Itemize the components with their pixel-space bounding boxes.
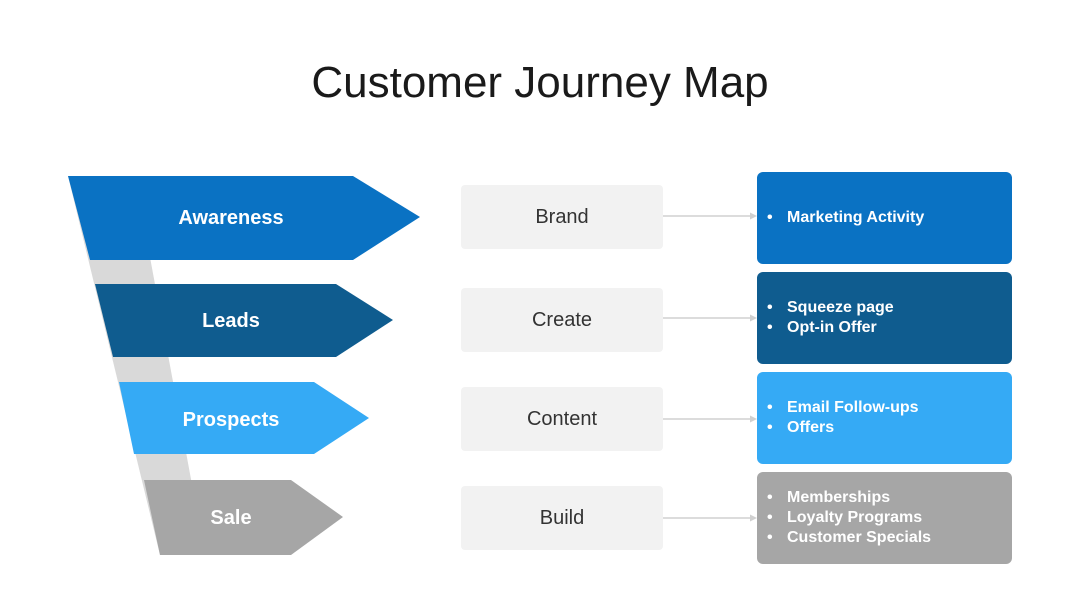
detail-item: •Marketing Activity: [767, 209, 925, 226]
detail-list: •Squeeze page •Opt-in Offer: [767, 298, 1012, 338]
stage-leads: Leads: [95, 284, 393, 357]
stage-label-awareness: Awareness: [178, 207, 283, 229]
stage-sale: Sale: [144, 480, 343, 555]
connector-1: [663, 212, 757, 220]
action-label: Brand: [535, 205, 589, 228]
action-label: Build: [539, 506, 585, 529]
action-box-create: Create: [461, 288, 663, 352]
detail-item: •Customer Specials: [767, 529, 932, 546]
detail-item: •Offers: [767, 419, 835, 436]
detail-item: •Squeeze page: [767, 299, 894, 316]
detail-item: •Loyalty Programs: [767, 509, 923, 526]
detail-item: •Memberships: [767, 489, 891, 506]
detail-box-awareness: •Marketing Activity: [757, 172, 1012, 264]
detail-list: •Memberships •Loyalty Programs •Customer…: [767, 488, 1012, 548]
bullet-icon: •: [767, 489, 773, 506]
detail-box-sale: •Memberships •Loyalty Programs •Customer…: [757, 472, 1012, 564]
bullet-icon: •: [767, 299, 773, 316]
bullet-icon: •: [767, 399, 773, 416]
action-label: Content: [526, 407, 598, 430]
detail-item: •Email Follow-ups: [767, 399, 919, 416]
funnel-track: [68, 176, 205, 555]
bullet-icon: •: [767, 319, 773, 336]
stage-awareness: Awareness: [68, 176, 420, 260]
action-box-content: Content: [461, 387, 663, 451]
action-box-brand: Brand: [461, 185, 663, 249]
detail-box-leads: •Squeeze page •Opt-in Offer: [757, 272, 1012, 364]
stage-prospects: Prospects: [119, 382, 369, 454]
connector-3: [663, 415, 757, 423]
connector-2: [663, 314, 757, 322]
detail-list: •Email Follow-ups •Offers: [767, 398, 1012, 438]
stage-label-prospects: Prospects: [183, 409, 280, 431]
detail-list: •Marketing Activity: [767, 208, 1012, 228]
stage-label-leads: Leads: [202, 310, 260, 332]
bullet-icon: •: [767, 419, 773, 436]
action-label: Create: [531, 308, 593, 331]
stage-label-sale: Sale: [210, 507, 251, 529]
bullet-icon: •: [767, 509, 773, 526]
detail-item: •Opt-in Offer: [767, 319, 877, 336]
detail-box-prospects: •Email Follow-ups •Offers: [757, 372, 1012, 464]
bullet-icon: •: [767, 529, 773, 546]
bullet-icon: •: [767, 209, 773, 226]
action-box-build: Build: [461, 486, 663, 550]
connector-4: [663, 514, 757, 522]
page-title: Customer Journey Map: [311, 58, 769, 107]
